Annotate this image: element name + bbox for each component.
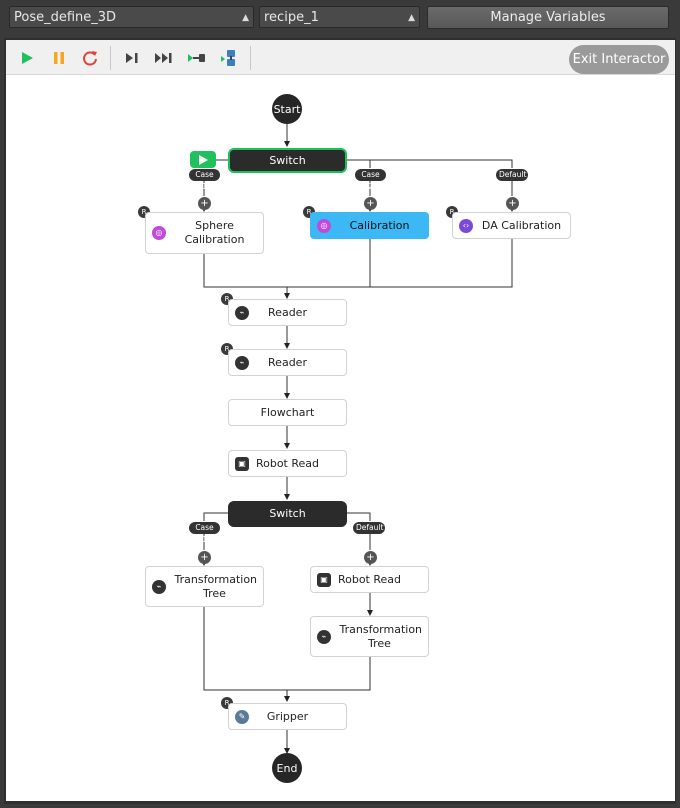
reader-node-2[interactable]: ⌁ Reader — [228, 349, 347, 376]
da-calibration-node[interactable]: ‹› DA Calibration — [452, 212, 571, 239]
recipe-select[interactable]: recipe_1 ▲ — [259, 6, 420, 28]
target-icon: ◎ — [152, 226, 166, 240]
switch-label: Switch — [269, 153, 306, 167]
workflow-select-value: Pose_define_3D — [14, 10, 117, 25]
wrench-icon: ✎ — [235, 709, 249, 724]
code-icon: ‹› — [459, 218, 473, 233]
step-out-button[interactable] — [219, 48, 241, 68]
active-play-indicator — [190, 151, 216, 168]
play-icon — [22, 52, 33, 64]
node-label: Gripper — [266, 709, 309, 723]
fast-forward-button[interactable] — [153, 48, 175, 68]
pause-icon — [54, 52, 64, 64]
flowchart-canvas — [6, 75, 675, 801]
robot-read-node-1[interactable]: ▣ Robot Read — [228, 450, 347, 477]
manage-variables-button[interactable]: Manage Variables — [427, 6, 669, 29]
recipe-select-value: recipe_1 — [264, 10, 319, 25]
gripper-node[interactable]: ✎ Gripper — [228, 703, 347, 730]
link-icon: ⌁ — [317, 629, 331, 644]
case-tag: Case 1 — [189, 522, 220, 544]
step-into-button[interactable] — [186, 48, 208, 68]
node-label: Sphere Calibration — [184, 219, 245, 246]
add-node-button[interactable]: + — [364, 551, 377, 564]
add-node-button[interactable]: + — [506, 197, 519, 210]
switch-node-1[interactable]: Switch — [228, 148, 347, 173]
node-label: Robot Read — [337, 572, 402, 586]
case-tag: Case 2 — [355, 169, 386, 191]
link-icon: ⌁ — [152, 579, 166, 594]
top-bar: Pose_define_3D ▲ recipe_1 ▲ Manage Varia… — [0, 0, 680, 38]
node-label: Robot Read — [255, 456, 320, 470]
step-icon — [126, 53, 138, 63]
node-label: Transformation Tree — [339, 622, 423, 650]
transformation-tree-node-2[interactable]: ⌁ Transformation Tree — [310, 616, 429, 657]
link-icon: ⌁ — [235, 305, 249, 320]
default-tag: Default — [496, 169, 528, 181]
workflow-select[interactable]: Pose_define_3D ▲ — [9, 6, 254, 28]
updown-arrow-icon: ▲ — [242, 13, 249, 23]
robot-read-node-2[interactable]: ▣ Robot Read — [310, 566, 429, 593]
node-label: DA Calibration — [481, 218, 562, 232]
flowchart-node[interactable]: Flowchart — [228, 399, 347, 426]
updown-arrow-icon: ▲ — [408, 13, 415, 23]
pause-button[interactable] — [48, 48, 70, 68]
add-node-button[interactable]: + — [198, 551, 211, 564]
node-label: Transformation Tree — [174, 572, 258, 600]
end-node[interactable]: End — [272, 753, 302, 783]
node-label: Calibration — [349, 218, 410, 232]
add-node-button[interactable]: + — [364, 197, 377, 210]
run-button[interactable] — [16, 48, 38, 68]
sphere-calibration-node[interactable]: ◎ Sphere Calibration — [145, 212, 264, 254]
case-tag: Case 1 — [189, 169, 220, 191]
default-tag: Default — [353, 522, 385, 534]
step-button[interactable] — [121, 48, 143, 68]
fast-forward-icon — [155, 53, 172, 63]
toolbar-divider — [110, 46, 111, 70]
switch-node-2[interactable]: Switch — [228, 501, 347, 527]
reset-button[interactable] — [79, 48, 101, 68]
play-icon — [199, 154, 208, 165]
image-icon: ▣ — [235, 456, 249, 471]
calibration-node[interactable]: ◎ Calibration — [310, 212, 429, 239]
node-label: Flowchart — [260, 405, 315, 419]
toolbar — [6, 40, 675, 75]
step-into-icon — [188, 54, 205, 62]
switch-label: Switch — [269, 507, 306, 520]
transformation-tree-node-1[interactable]: ⌁ Transformation Tree — [145, 566, 264, 607]
toolbar-divider — [250, 46, 251, 70]
exit-interactor-button[interactable]: Exit Interactor — [569, 45, 669, 74]
reload-icon — [83, 51, 97, 66]
step-out-icon — [221, 50, 235, 66]
reader-node-1[interactable]: ⌁ Reader — [228, 299, 347, 326]
node-label: Reader — [268, 305, 307, 319]
add-node-button[interactable]: + — [198, 197, 211, 210]
image-icon: ▣ — [317, 572, 331, 587]
target-icon: ◎ — [317, 218, 331, 233]
start-node[interactable]: Start — [272, 94, 302, 124]
node-label: Reader — [268, 355, 307, 369]
link-icon: ⌁ — [235, 355, 249, 370]
